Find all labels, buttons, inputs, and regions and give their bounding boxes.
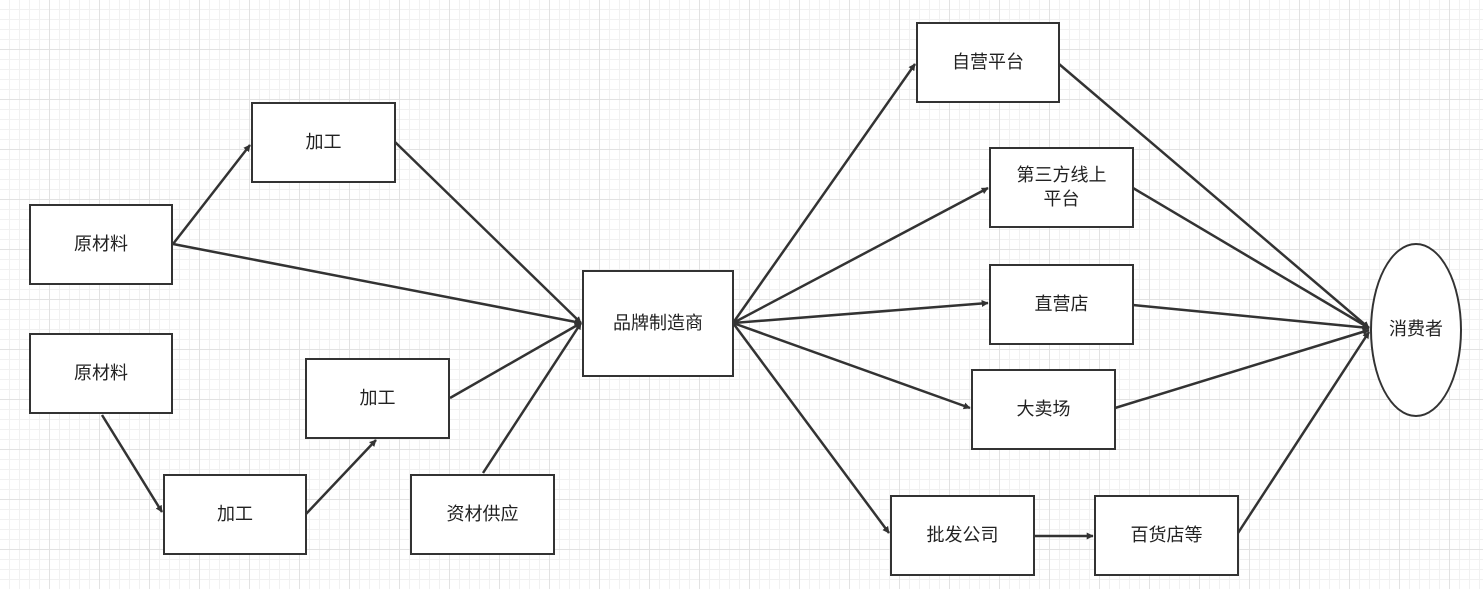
edge-brand-to-third-party bbox=[732, 186, 989, 325]
third-party-online-label-line2: 平台 bbox=[1043, 188, 1080, 210]
direct-store-node[interactable]: 直营店 bbox=[989, 264, 1134, 345]
direct-store-label: 直营店 bbox=[1034, 293, 1089, 315]
hypermarket-node[interactable]: 大卖场 bbox=[971, 369, 1116, 450]
material-supply-label: 资材供应 bbox=[446, 503, 519, 525]
process-node-bottom[interactable]: 加工 bbox=[163, 474, 307, 555]
edge-supply-to-brand bbox=[481, 322, 583, 474]
edge-raw1-to-brand bbox=[172, 242, 582, 326]
department-store-node[interactable]: 百货店等 bbox=[1094, 495, 1239, 576]
edge-brand-to-hypermarket bbox=[732, 321, 971, 410]
own-platform-label: 自营平台 bbox=[952, 51, 1024, 73]
wholesale-company-label: 批发公司 bbox=[926, 524, 999, 546]
third-party-online-node[interactable]: 第三方线上 平台 bbox=[989, 147, 1134, 228]
consumer-label: 消费者 bbox=[1389, 319, 1443, 340]
edge-brand-to-direct-store bbox=[732, 300, 989, 325]
raw-material-node-2[interactable]: 原材料 bbox=[29, 333, 173, 414]
process-label-bottom: 加工 bbox=[217, 503, 253, 525]
brand-manufacturer-label: 品牌制造商 bbox=[613, 312, 703, 334]
hypermarket-label: 大卖场 bbox=[1016, 398, 1071, 420]
raw-material-label-2: 原材料 bbox=[74, 362, 128, 384]
edge-process-middle-to-brand bbox=[449, 321, 582, 400]
own-platform-node[interactable]: 自营平台 bbox=[916, 22, 1060, 103]
third-party-online-label: 第三方线上 平台 bbox=[1017, 164, 1107, 212]
raw-material-node-1[interactable]: 原材料 bbox=[29, 204, 173, 285]
edge-brand-to-own-platform bbox=[731, 63, 917, 324]
wholesale-company-node[interactable]: 批发公司 bbox=[890, 495, 1035, 576]
brand-manufacturer-node[interactable]: 品牌制造商 bbox=[582, 270, 734, 377]
consumer-node[interactable]: 消费者 bbox=[1370, 243, 1462, 417]
process-node-top[interactable]: 加工 bbox=[251, 102, 396, 183]
edge-department-store-to-consumer bbox=[1236, 331, 1371, 534]
edge-brand-to-wholesale bbox=[731, 322, 891, 534]
edge-process-bottom-to-process-middle bbox=[305, 439, 377, 515]
edge-process-top-to-brand bbox=[394, 141, 582, 324]
edge-third-party-to-consumer bbox=[1132, 186, 1370, 330]
edge-raw2-to-process-bottom bbox=[100, 414, 164, 513]
department-store-label: 百货店等 bbox=[1130, 524, 1203, 546]
material-supply-node[interactable]: 资材供应 bbox=[410, 474, 555, 555]
raw-material-label-1: 原材料 bbox=[74, 233, 128, 255]
edge-raw1-to-process-top bbox=[172, 144, 251, 245]
process-node-middle[interactable]: 加工 bbox=[305, 358, 450, 439]
process-label-top: 加工 bbox=[305, 131, 342, 153]
edge-hypermarket-to-consumer bbox=[1114, 328, 1370, 410]
third-party-online-label-line1: 第三方线上 bbox=[1016, 164, 1107, 186]
edge-own-platform-to-consumer bbox=[1058, 63, 1370, 329]
process-label-middle: 加工 bbox=[359, 387, 396, 409]
edge-direct-store-to-consumer bbox=[1132, 303, 1370, 331]
